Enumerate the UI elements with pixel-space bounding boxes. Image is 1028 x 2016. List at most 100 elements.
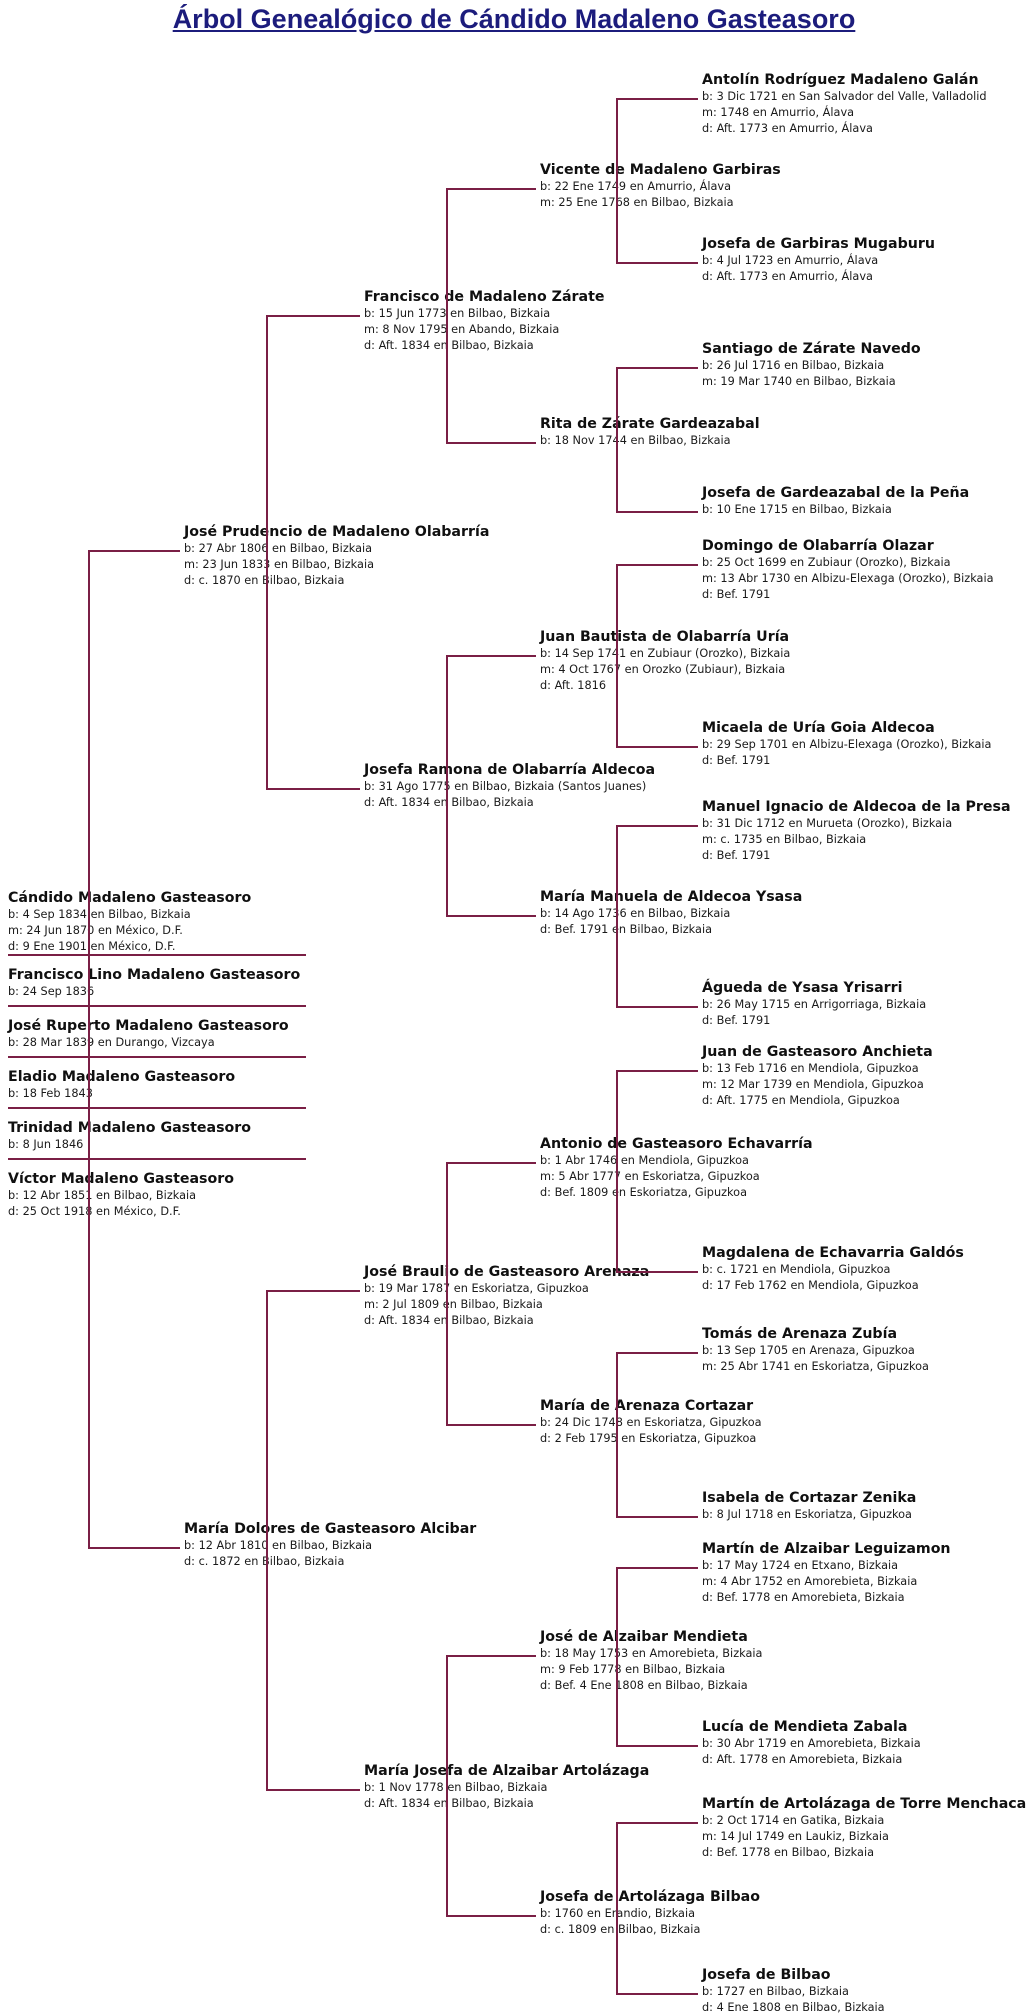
connector-line [616, 1271, 698, 1273]
connector-line [446, 1915, 536, 1917]
person-name[interactable]: Lucía de Mendieta Zabala [702, 1719, 908, 1735]
person-name[interactable]: Magdalena de Echavarria Galdós [702, 1245, 964, 1261]
person-name[interactable]: Tomás de Arenaza Zubía [702, 1326, 898, 1342]
person-detail: d: Aft. 1816 [540, 679, 607, 692]
person-name[interactable]: Víctor Madaleno Gasteasoro [8, 1171, 234, 1187]
person-detail: b: 1 Abr 1746 en Mendiola, Gipuzkoa [540, 1154, 749, 1167]
person-name[interactable]: Juan de Gasteasoro Anchieta [702, 1044, 933, 1060]
person-detail: d: 9 Ene 1901 en México, D.F. [8, 940, 176, 953]
person-name[interactable]: Josefa de Gardeazabal de la Peña [702, 485, 970, 501]
connector-line [616, 825, 618, 1006]
person-name[interactable]: María Manuela de Aldecoa Ysasa [540, 889, 803, 905]
connector-line [616, 1993, 698, 1995]
person-detail: b: 8 Jun 1846 [8, 1138, 84, 1151]
person-name[interactable]: Micaela de Uría Goia Aldecoa [702, 720, 935, 736]
person-name[interactable]: Antolín Rodríguez Madaleno Galán [702, 72, 979, 88]
person-name[interactable]: Josefa de Artolázaga Bilbao [540, 1889, 760, 1905]
person-detail: b: 10 Ene 1715 en Bilbao, Bizkaia [702, 503, 892, 516]
person-name[interactable]: Rita de Zárate Gardeazabal [540, 416, 760, 432]
ancestor-person: Domingo de Olabarría Olazar b: 25 Oct 169… [702, 537, 994, 603]
sibling-divider [8, 954, 306, 956]
person-name[interactable]: José Braulio de Gasteasoro Arenaza [364, 1264, 650, 1280]
connector-line [616, 1567, 698, 1569]
person-detail: b: 14 Sep 1741 en Zubiaur (Orozko), Bizk… [540, 647, 791, 660]
connector-line [616, 1070, 618, 1271]
ancestor-person: Josefa de Gardeazabal de la Peña b: 10 En… [702, 484, 969, 518]
person-name[interactable]: Eladio Madaleno Gasteasoro [8, 1069, 236, 1085]
person-name[interactable]: María Josefa de Alzaibar Artolázaga [364, 1763, 650, 1779]
person-detail: d: Bef. 1778 en Bilbao, Bizkaia [702, 1846, 875, 1859]
person-detail: b: 24 Sep 1836 [8, 985, 95, 998]
person-name[interactable]: María de Arenaza Cortazar [540, 1398, 754, 1414]
person-detail: b: 3 Dic 1721 en San Salvador del Valle,… [702, 90, 987, 103]
person-name[interactable]: Vicente de Madaleno Garbiras [540, 162, 781, 178]
person-name[interactable]: Domingo de Olabarría Olazar [702, 538, 934, 554]
connector-line [616, 1567, 618, 1745]
person-name[interactable]: José Ruperto Madaleno Gasteasoro [8, 1018, 289, 1034]
person-name[interactable]: Martín de Alzaibar Leguizamon [702, 1541, 951, 1557]
connector-line [446, 915, 536, 917]
person-detail: b: 12 Abr 1810 en Bilbao, Bizkaia [184, 1539, 373, 1552]
person-name[interactable]: Josefa Ramona de Olabarría Aldecoa [364, 762, 656, 778]
person-detail: m: 1748 en Amurrio, Álava [702, 106, 855, 119]
connector-line [266, 1290, 360, 1292]
sibling-person: Trinidad Madaleno Gasteasoro b: 8 Jun 184… [8, 1119, 251, 1153]
connector-line [616, 564, 698, 566]
sibling-person: José Ruperto Madaleno Gasteasoro b: 28 Ma… [8, 1017, 289, 1051]
connector-line [266, 315, 360, 317]
person-detail: d: Aft. 1773 en Amurrio, Álava [702, 122, 873, 135]
person-name[interactable]: María Dolores de Gasteasoro Alcibar [184, 1521, 477, 1537]
person-name[interactable]: Antonio de Gasteasoro Echavarría [540, 1136, 813, 1152]
connector-line [616, 746, 698, 748]
person-name[interactable]: Trinidad Madaleno Gasteasoro [8, 1120, 252, 1136]
person-name[interactable]: Josefa de Bilbao [702, 1967, 831, 1983]
person-name[interactable]: Manuel Ignacio de Aldecoa de la Presa [702, 799, 1011, 815]
person-detail: m: 25 Ene 1768 en Bilbao, Bizkaia [540, 196, 734, 209]
connector-line [616, 511, 698, 513]
person-detail: d: 2 Feb 1795 en Eskoriatza, Gipuzkoa [540, 1432, 757, 1445]
person-detail: d: Aft. 1834 en Bilbao, Bizkaia [364, 1797, 534, 1810]
connector-line [616, 564, 618, 746]
person-detail: m: 8 Nov 1795 en Abando, Bizkaia [364, 323, 560, 336]
connector-line [88, 550, 180, 552]
person-detail: b: 28 Mar 1839 en Durango, Vizcaya [8, 1036, 215, 1049]
person-detail: m: 14 Jul 1749 en Laukiz, Bizkaia [702, 1830, 889, 1843]
person-detail: d: Bef. 1791 [702, 754, 771, 767]
person-name[interactable]: Santiago de Zárate Navedo [702, 341, 921, 357]
person-name[interactable]: Josefa de Garbiras Mugaburu [702, 236, 935, 252]
person-name[interactable]: Francisco Lino Madaleno Gasteasoro [8, 967, 301, 983]
person-detail: d: Aft. 1834 en Bilbao, Bizkaia [364, 796, 534, 809]
connector-line [88, 1547, 180, 1549]
person-name[interactable]: Martín de Artolázaga de Torre Menchaca [702, 1796, 1027, 1812]
ancestor-person: Antonio de Gasteasoro Echavarría b: 1 Abr… [540, 1135, 813, 1201]
connector-line [266, 788, 360, 790]
person-detail: b: 13 Feb 1716 en Mendiola, Gipuzkoa [702, 1062, 919, 1075]
person-name[interactable]: Águeda de Ysasa Yrisarri [702, 980, 903, 996]
person-detail: d: 25 Oct 1918 en México, D.F. [8, 1205, 181, 1218]
person-name[interactable]: Cándido Madaleno Gasteasoro [8, 890, 252, 906]
connector-line [266, 1789, 360, 1791]
connector-line [446, 442, 536, 444]
person-name[interactable]: José Prudencio de Madaleno Olabarría [184, 524, 490, 540]
person-detail: b: 17 May 1724 en Etxano, Bizkaia [702, 1559, 899, 1572]
page-title[interactable]: Árbol Genealógico de Cándido Madaleno Ga… [172, 4, 856, 34]
ancestor-person: Juan Bautista de Olabarría Uría b: 14 Sep… [540, 628, 790, 694]
person-name[interactable]: Isabela de Cortazar Zenika [702, 1490, 917, 1506]
connector-line [446, 1162, 448, 1424]
person-name[interactable]: José de Alzaibar Mendieta [540, 1629, 748, 1645]
person-name[interactable]: Francisco de Madaleno Zárate [364, 289, 605, 305]
connector-line [616, 1352, 618, 1516]
person-name[interactable]: Juan Bautista de Olabarría Uría [540, 629, 790, 645]
person-detail: b: 25 Oct 1699 en Zubiaur (Orozko), Bizk… [702, 556, 951, 569]
sibling-divider [8, 1005, 306, 1007]
connector-line [616, 1070, 698, 1072]
